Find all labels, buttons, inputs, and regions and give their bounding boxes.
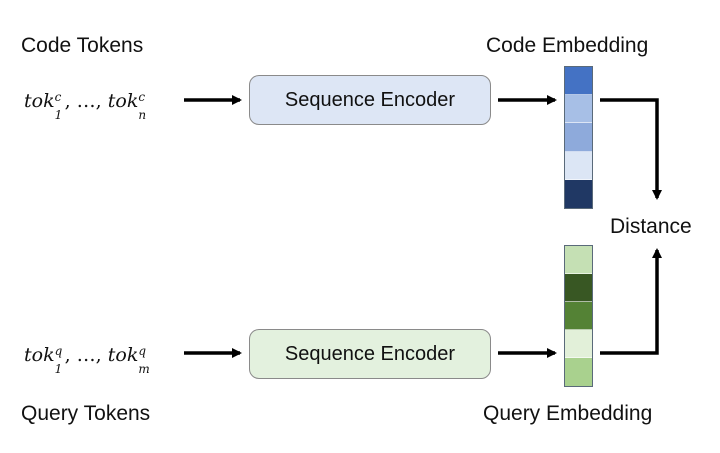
- embedding-cell: [565, 330, 592, 358]
- embedding-cell: [565, 246, 592, 274]
- embedding-cell: [565, 151, 592, 180]
- token-superscript: q: [138, 344, 147, 358]
- embedding-cell: [565, 179, 592, 208]
- token-superscript: c: [138, 90, 146, 104]
- token-superscript: c: [54, 90, 62, 104]
- token-base: tok: [107, 344, 139, 366]
- arrow-code-embedding-to-distance: [600, 98, 662, 200]
- token-subscript: 1: [54, 362, 63, 376]
- distance-label: Distance: [610, 215, 692, 238]
- query-tokens-label: Query Tokens: [21, 402, 151, 425]
- token-subscript: n: [138, 108, 147, 122]
- embedding-cell: [565, 123, 592, 152]
- arrow-query-embedding-to-distance: [600, 248, 662, 355]
- token-base: tok: [24, 90, 55, 112]
- embedding-cell: [565, 274, 592, 302]
- embedding-cell: [565, 302, 592, 330]
- token-base: tok: [24, 344, 55, 366]
- embedding-cell: [565, 67, 592, 96]
- token-superscript: q: [54, 344, 63, 358]
- query-sequence-encoder: Sequence Encoder: [249, 329, 491, 379]
- code-tokens-label: Code Tokens: [21, 34, 144, 57]
- embedding-cell: [565, 95, 592, 124]
- code-sequence-encoder: Sequence Encoder: [249, 75, 491, 125]
- code-embedding-label: Code Embedding: [486, 34, 649, 57]
- token-subscript: m: [138, 362, 150, 376]
- token-base: tok: [107, 90, 139, 112]
- embedding-cell: [565, 358, 592, 386]
- sequence-separator: , …,: [64, 90, 108, 112]
- query-embedding-vector: [564, 245, 593, 387]
- sequence-separator: , …,: [64, 344, 108, 366]
- code-embedding-vector: [564, 66, 593, 209]
- query-embedding-label: Query Embedding: [483, 402, 653, 425]
- token-subscript: 1: [54, 108, 63, 122]
